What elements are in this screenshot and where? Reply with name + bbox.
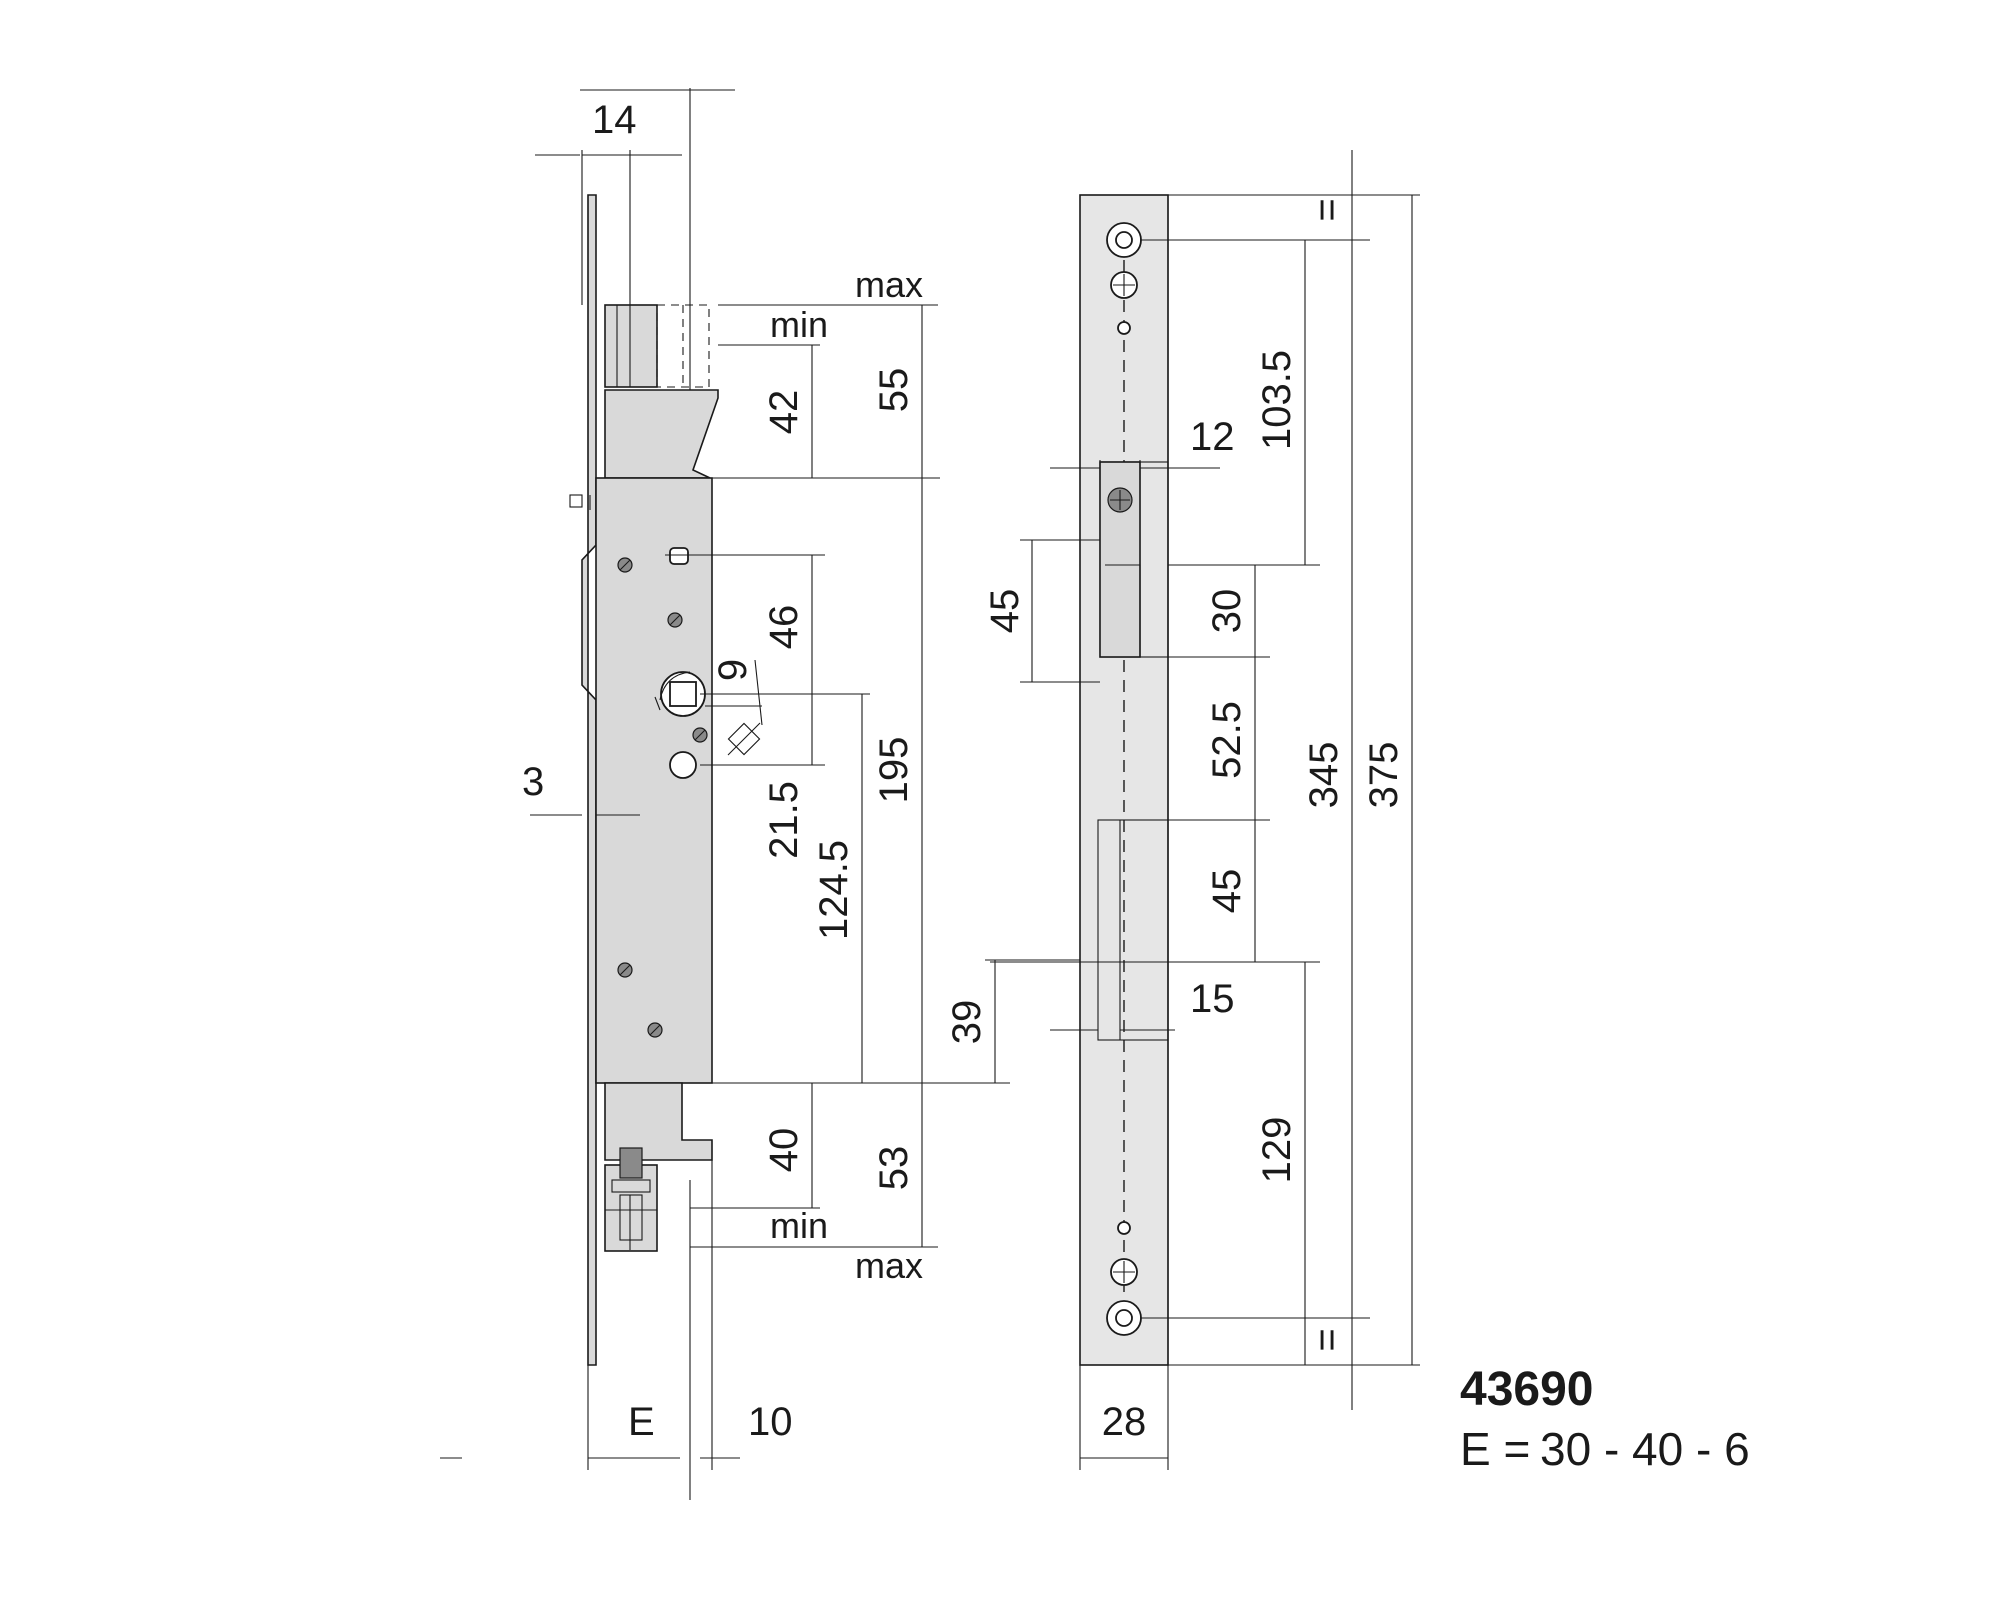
backset-values: 30 - 40 - 6 [1540,1423,1750,1475]
dim-3: 3 [522,760,544,804]
dim-195: 195 [872,737,916,804]
dim-375: 375 [1362,742,1406,809]
case-screws [617,557,708,1038]
dim-lower-40: 40 [762,1128,806,1173]
model-number: 43690 [1460,1363,1593,1416]
lock-body-view: 14 max min 42 55 195 46 9 21.5 [440,88,1095,1500]
label-latch-max: max [855,264,923,305]
product-label: 43690 E = 30 - 40 - 6 [1460,1363,1750,1475]
backset-label: E = [1460,1423,1530,1475]
dim-12: 12 [1190,415,1235,459]
faceplate [581,194,597,1366]
latch-housing-lower [604,1082,713,1161]
dim-equal-bottom: = [1305,1328,1349,1351]
dim-21-5: 21.5 [762,781,806,859]
label-bolt-min: min [770,1205,828,1246]
dim-39: 39 [945,1000,989,1045]
dim-45-lower: 45 [1205,869,1249,914]
dim-15: 15 [1190,977,1235,1021]
dim-129: 129 [1255,1117,1299,1184]
label-latch-min: min [770,304,828,345]
dim-top-width: 14 [592,98,637,142]
dim-10: 10 [748,1400,793,1444]
dim-lower-53: 53 [872,1146,916,1191]
dim-103-5: 103.5 [1255,350,1299,450]
dim-upper-42: 42 [762,390,806,435]
latch-housing-upper [604,389,719,479]
dim-30: 30 [1205,589,1249,634]
square-spindle-symbol [727,722,761,756]
latch-block-upper [604,304,710,388]
dim-52-5: 52.5 [1205,701,1249,779]
dim-9: 9 [711,659,755,681]
dim-46: 46 [762,605,806,650]
dim-upper-55: 55 [872,368,916,413]
dim-124-5: 124.5 [812,840,856,940]
dim-345: 345 [1302,742,1346,809]
dim-equal-top: = [1305,198,1349,221]
strike-plate-view: = = 103.5 12 45 30 52.5 45 345 375 [983,150,1420,1470]
dim-width-28: 28 [1102,1400,1147,1444]
dim-backset-e: E [628,1400,655,1444]
lock-case [595,477,713,1084]
dim-45-upper: 45 [983,589,1027,634]
label-bolt-max: max [855,1245,923,1286]
cylinder-hole [669,751,697,779]
deadbolt-lower [604,1147,658,1252]
